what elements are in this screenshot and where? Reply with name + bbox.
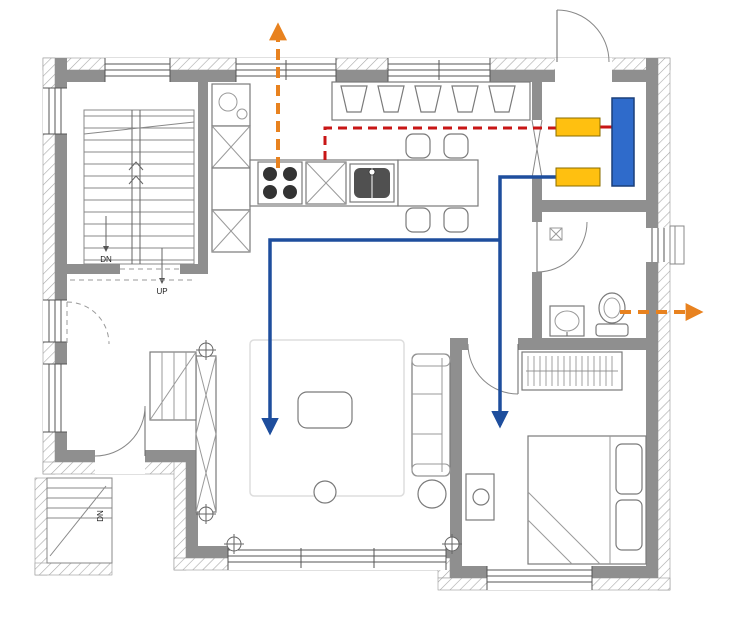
- hvac-overlay: [261, 22, 704, 436]
- interior-walls: [67, 82, 646, 546]
- kitchen: [211, 81, 531, 253]
- column-markers: [196, 340, 462, 554]
- supply-duct-living: [261, 238, 500, 436]
- window-right-bathroom: [646, 225, 685, 265]
- windows: [43, 58, 685, 590]
- nightstand: [465, 473, 495, 521]
- entry-door: [555, 9, 612, 82]
- porch: DN: [46, 477, 113, 564]
- window-left-stair: [43, 87, 67, 135]
- wall-opening-marks: [120, 119, 543, 270]
- dining-island: [397, 133, 479, 233]
- supply-duct-bedroom: [491, 175, 556, 429]
- living-room: [195, 339, 451, 513]
- stairs-up-label: UP: [156, 287, 167, 296]
- silencer-lower: [555, 167, 601, 187]
- doors: [66, 9, 612, 474]
- entry-steps: [47, 485, 112, 557]
- hall-closet-door-dashed: [66, 301, 110, 345]
- wardrobe: [521, 351, 623, 391]
- sofa: [411, 353, 451, 477]
- toilet: [595, 292, 629, 337]
- porch-down-label: DN: [96, 510, 105, 522]
- window-top-kitchen-2: [387, 58, 491, 82]
- hall-entry-door: [94, 405, 146, 474]
- stairs-down-label: DN: [100, 255, 112, 264]
- window-bottom-living: [227, 546, 447, 570]
- side-table: [417, 479, 447, 509]
- coffee-table: [297, 391, 353, 429]
- pouf: [313, 480, 337, 504]
- hall-wardrobe: [195, 355, 217, 513]
- ventilation-unit: [611, 97, 635, 187]
- window-bottom-bedroom: [486, 566, 593, 590]
- kitchen-exhaust-duct: [323, 126, 556, 160]
- hallway: [70, 279, 197, 421]
- floor-drain: [549, 227, 563, 241]
- dishwasher: [305, 161, 347, 205]
- silencer-upper: [555, 117, 601, 137]
- bathroom-door: [536, 221, 588, 273]
- bathroom: [549, 227, 629, 337]
- kitchen-sink: [349, 163, 395, 203]
- washbasin: [549, 305, 585, 337]
- bedroom-door: [467, 343, 519, 395]
- window-top-stair: [104, 58, 171, 82]
- bed: [527, 435, 647, 565]
- staircase: DN UP: [83, 109, 195, 296]
- kitchen-cabinets: [211, 83, 251, 253]
- bedroom: [465, 351, 647, 565]
- kitchen-counter: [249, 159, 399, 207]
- shoe-bench: [149, 351, 197, 421]
- window-top-kitchen-1: [235, 58, 337, 82]
- stove: [257, 161, 303, 205]
- bar-stools: [340, 85, 516, 113]
- window-left-lower: [43, 363, 67, 433]
- window-left-hall: [43, 299, 67, 343]
